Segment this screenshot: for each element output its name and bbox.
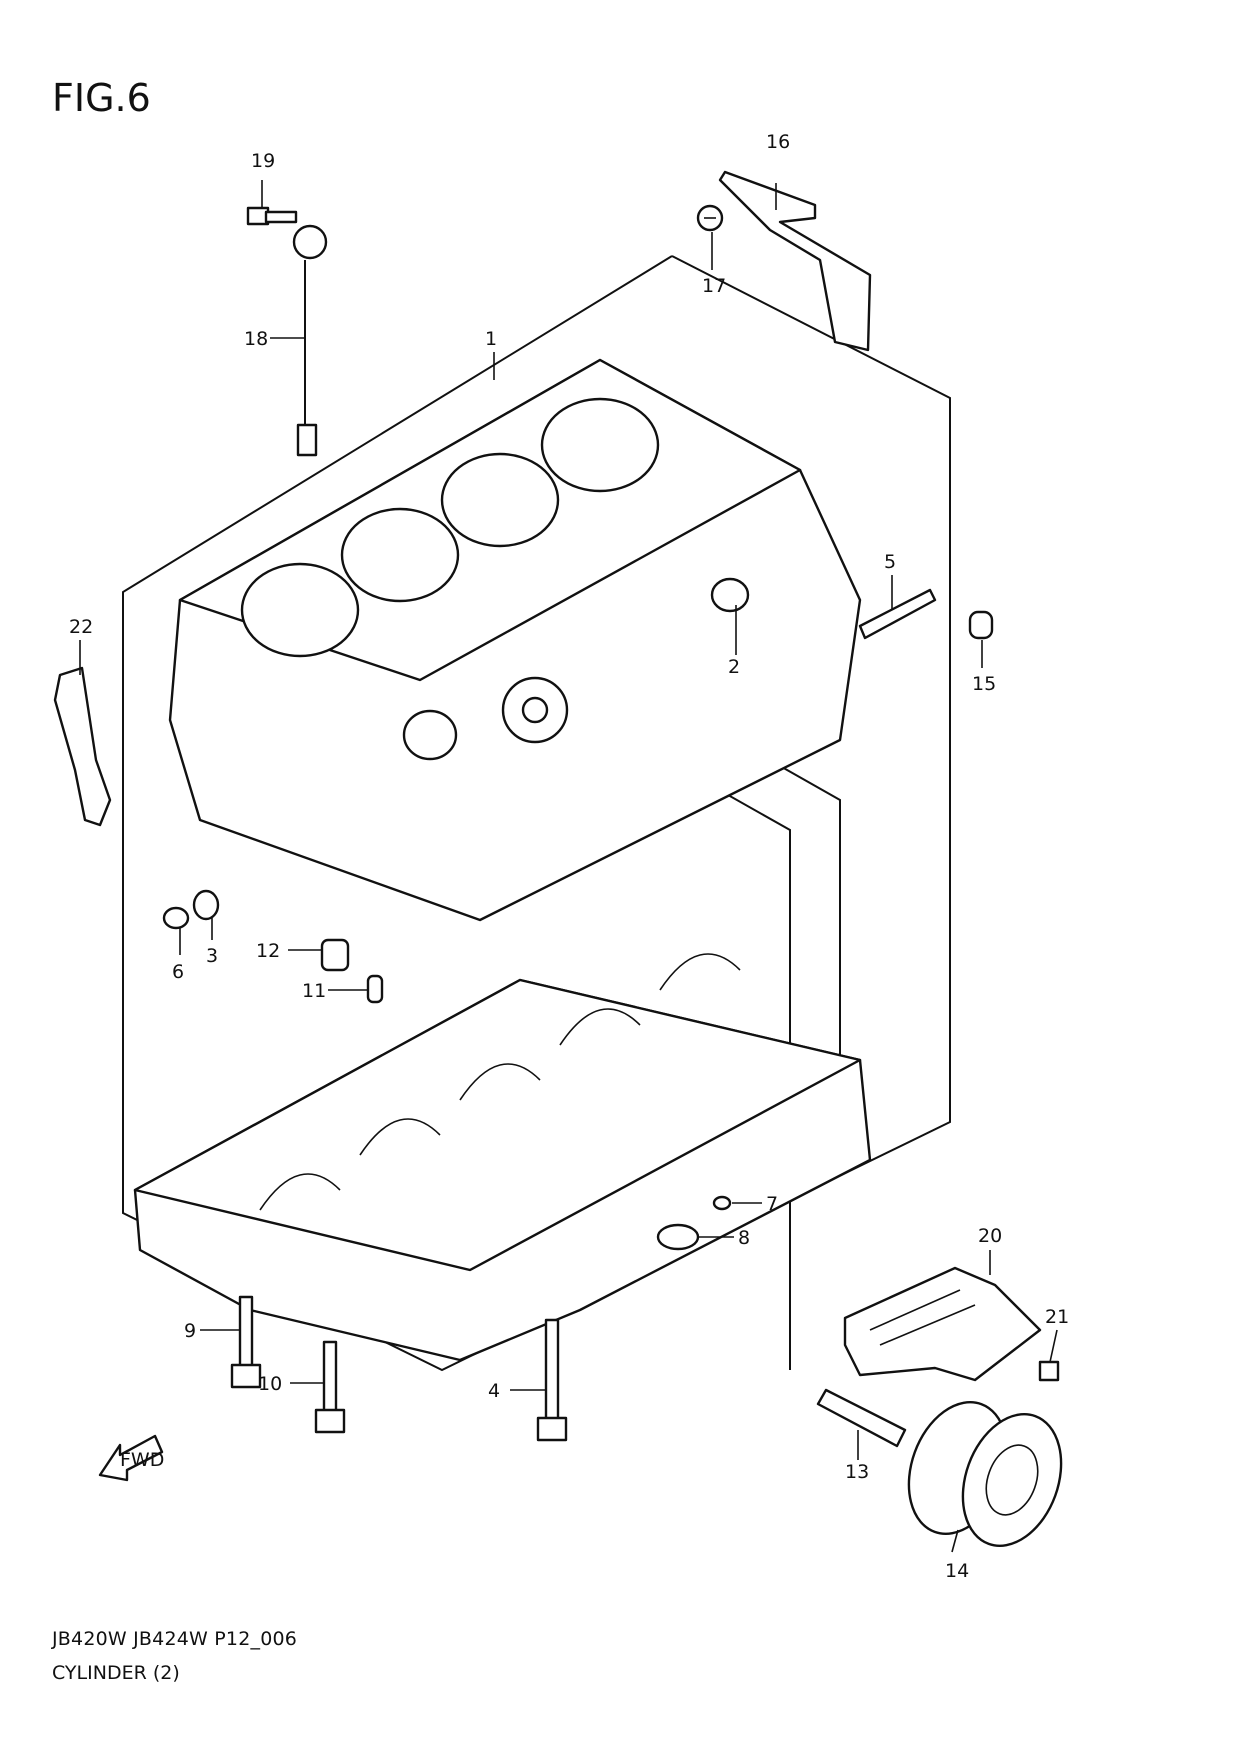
o-ring-part-8 (656, 1223, 700, 1251)
bolt-part-9 (230, 1295, 262, 1389)
callout-18: 18 (244, 328, 268, 350)
bracket-part-16 (718, 170, 872, 352)
figure-title: FIG.6 (52, 76, 151, 120)
seal-part-3 (192, 889, 220, 921)
callout-7: 7 (766, 1193, 778, 1215)
callout-9: 9 (184, 1320, 196, 1342)
oil-filter-part-14 (907, 1400, 1063, 1548)
callout-5: 5 (884, 551, 896, 573)
dowel-part-15 (968, 610, 994, 640)
callout-numbers: 1 2 3 4 5 6 7 8 9 10 11 12 13 14 15 16 1… (69, 131, 1069, 1582)
bolt-part-19 (246, 206, 298, 226)
stud-part-13 (816, 1388, 907, 1448)
figure-name: CYLINDER (2) (52, 1662, 180, 1684)
callout-15: 15 (972, 673, 996, 695)
callout-16: 16 (766, 131, 790, 153)
crankcase-lower (133, 953, 872, 1362)
bolt-part-17 (696, 204, 724, 232)
leader-lines (79, 180, 1058, 1553)
bolt-part-4 (536, 1318, 568, 1442)
callout-22: 22 (69, 616, 93, 638)
bolt-part-10 (314, 1340, 346, 1434)
assembly-frame (122, 255, 951, 1372)
callout-4: 4 (488, 1380, 500, 1402)
callout-2: 2 (728, 656, 740, 678)
callout-1: 1 (485, 328, 497, 350)
callout-13: 13 (845, 1461, 869, 1483)
stud-part-5 (858, 588, 937, 640)
callout-12: 12 (256, 940, 280, 962)
callout-14: 14 (945, 1560, 969, 1582)
fwd-label: FWD (120, 1449, 164, 1471)
callout-17: 17 (702, 275, 726, 297)
callout-3: 3 (206, 945, 218, 967)
callout-10: 10 (258, 1373, 282, 1395)
callout-11: 11 (302, 980, 326, 1002)
callout-6: 6 (172, 961, 184, 983)
callout-20: 20 (978, 1225, 1002, 1247)
callout-8: 8 (738, 1227, 750, 1249)
pin-part-11 (366, 974, 384, 1004)
bush-part-12 (320, 938, 350, 972)
plug-part-6 (162, 906, 190, 930)
knock-sensor-part-18 (292, 224, 328, 457)
guard-part-20 (843, 1266, 1042, 1382)
bracket-part-22 (53, 666, 112, 827)
bolt-part-21 (1038, 1360, 1060, 1382)
fwd-arrow-icon: FWD (98, 1434, 164, 1482)
model-code: JB420W JB424W P12_006 (52, 1628, 298, 1650)
cylinder-block-upper (168, 358, 862, 922)
callout-19: 19 (251, 150, 275, 172)
washer-part-7 (712, 1195, 732, 1211)
callout-21: 21 (1045, 1306, 1069, 1328)
